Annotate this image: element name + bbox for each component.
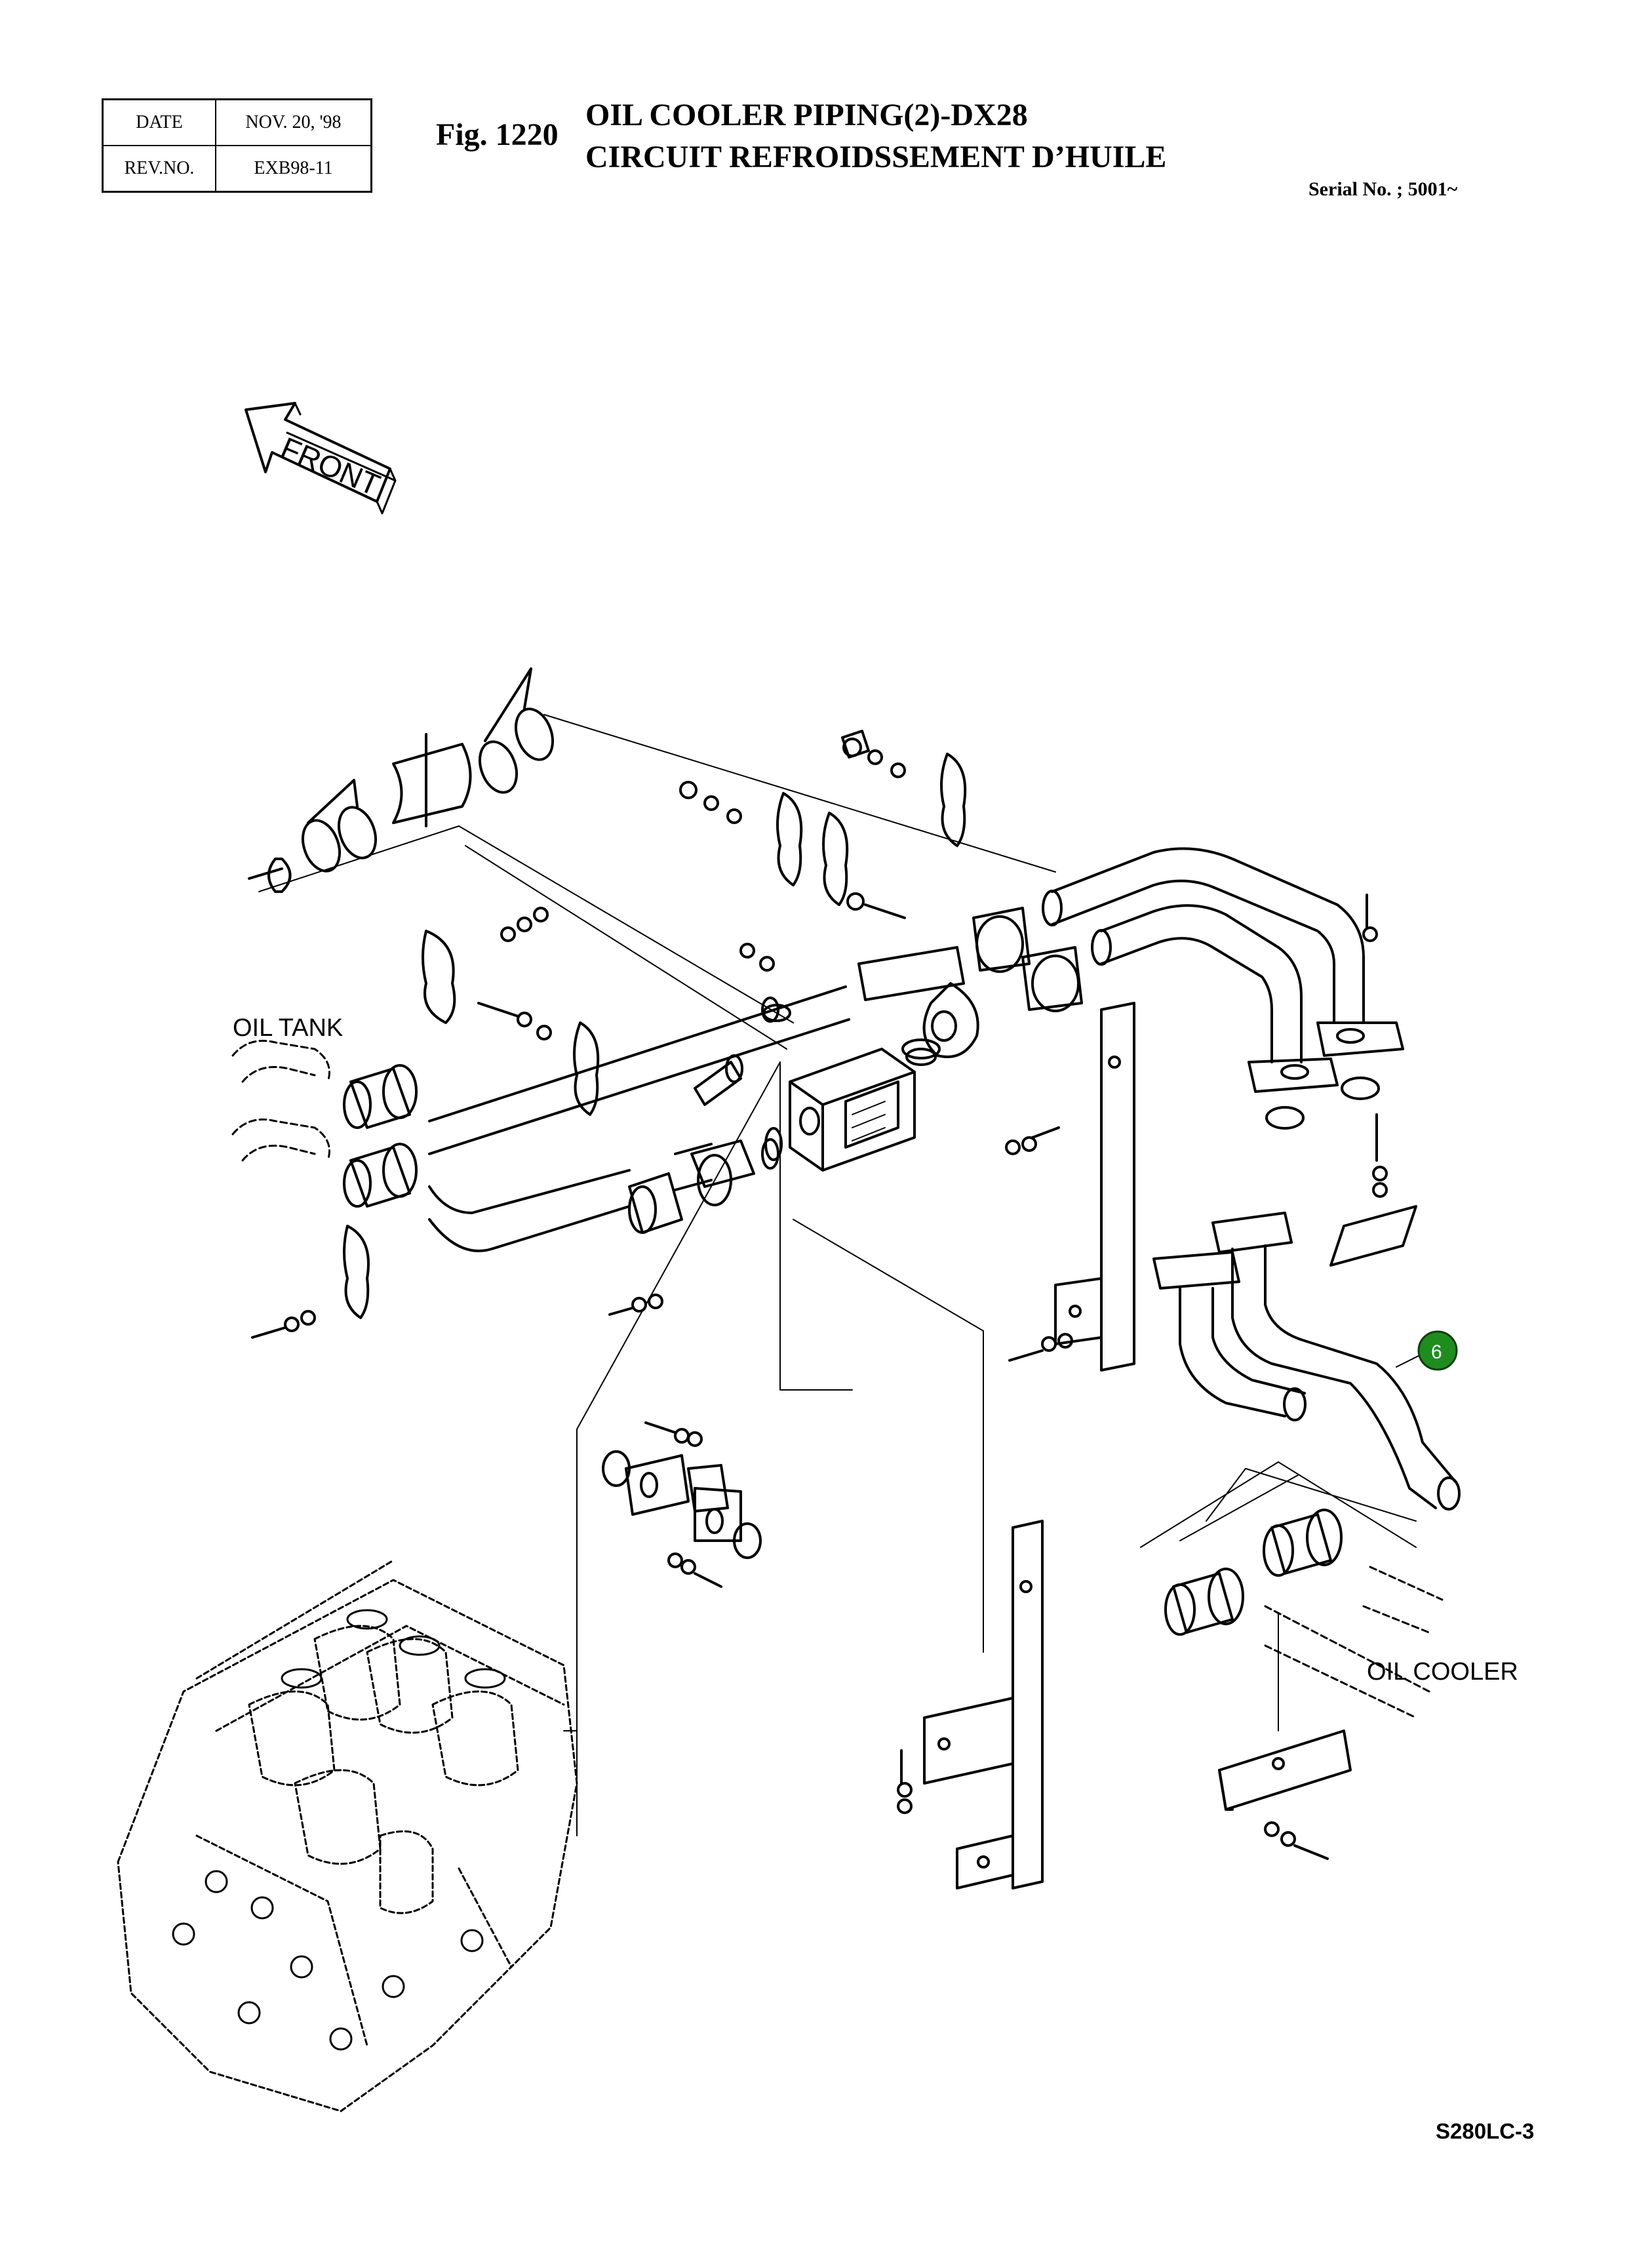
revision-table: DATE NOV. 20, '98 REV.NO. EXB98-11 <box>102 98 372 193</box>
valve-block <box>789 1048 916 1172</box>
oil-cooler-couplings <box>1164 1509 1343 1636</box>
bolts-and-washers <box>251 730 1388 1860</box>
date-label: DATE <box>102 98 216 146</box>
upper-hose-group <box>248 667 555 893</box>
front-arrow-icon: FRONT <box>245 402 397 515</box>
callout-badge[interactable] <box>1417 1330 1458 1371</box>
date-row: DATE NOV. 20, '98 <box>102 98 372 146</box>
oil-tank-label: OIL TANK <box>233 1014 343 1042</box>
model-number: S280LC-3 <box>1436 2119 1535 2143</box>
lower-long-pipes <box>428 985 850 1252</box>
date-value: NOV. 20, '98 <box>215 98 372 146</box>
valve-leader-line <box>563 1429 578 1731</box>
oil-cooler-label: OIL COOLER <box>1367 1658 1518 1686</box>
control-valve-outline <box>117 1559 578 2112</box>
center-flange-assembly <box>628 1138 779 1234</box>
oil-tank-connectors <box>343 1064 418 1208</box>
title-english: OIL COOLER PIPING(2)-DX28 <box>585 98 1028 132</box>
part-callout-6[interactable]: 6 <box>1417 1330 1458 1371</box>
revision-label: REV.NO. <box>102 145 216 193</box>
title-french: CIRCUIT REFROIDSSEMENT D’HUILE <box>585 140 1167 174</box>
support-brackets <box>923 1002 1352 1889</box>
callout-number: 6 <box>1431 1341 1442 1363</box>
oil-cooler-hoses <box>1264 1566 1444 1719</box>
clamps-and-brackets <box>343 753 1417 1319</box>
serial-number: Serial No. ; 5001~ <box>1308 178 1458 200</box>
upper-cooler-tubes <box>1042 847 1404 1130</box>
middle-couplings <box>857 907 1083 1059</box>
control-valve-ports <box>172 1609 506 2051</box>
figure-number: Fig. 1220 <box>436 117 559 152</box>
lower-flange-pipe <box>625 1454 742 1542</box>
revision-value: EXB98-11 <box>215 145 372 193</box>
revision-row: REV.NO. EXB98-11 <box>102 145 372 193</box>
oil-cooler-elbow-pipes <box>1152 1212 1461 1511</box>
oil-tank-hoses <box>231 1040 330 1162</box>
leader-lines <box>258 714 1417 1836</box>
